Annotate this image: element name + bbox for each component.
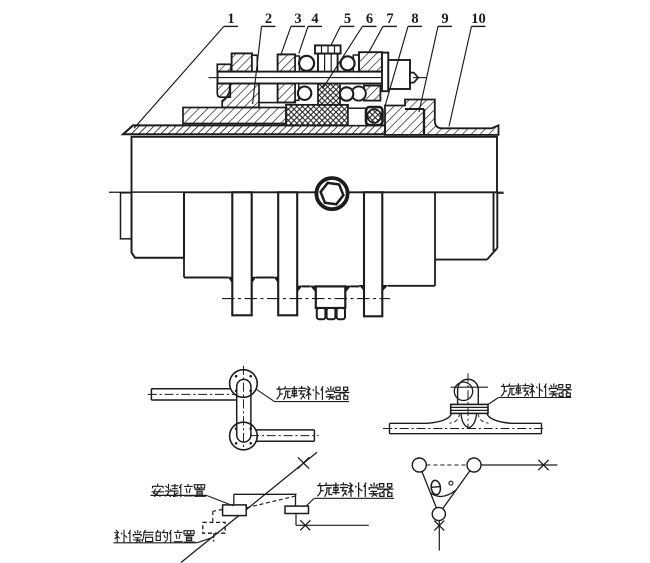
svg-text:8: 8 — [411, 11, 418, 27]
svg-text:4: 4 — [311, 11, 318, 27]
svg-text:10: 10 — [471, 11, 486, 27]
svg-text:6: 6 — [366, 11, 373, 27]
svg-text:9: 9 — [441, 11, 448, 27]
svg-text:3: 3 — [294, 11, 301, 27]
svg-text:1: 1 — [227, 11, 234, 27]
svg-text:7: 7 — [386, 11, 393, 27]
svg-text:5: 5 — [344, 11, 351, 27]
svg-text:2: 2 — [265, 11, 272, 27]
